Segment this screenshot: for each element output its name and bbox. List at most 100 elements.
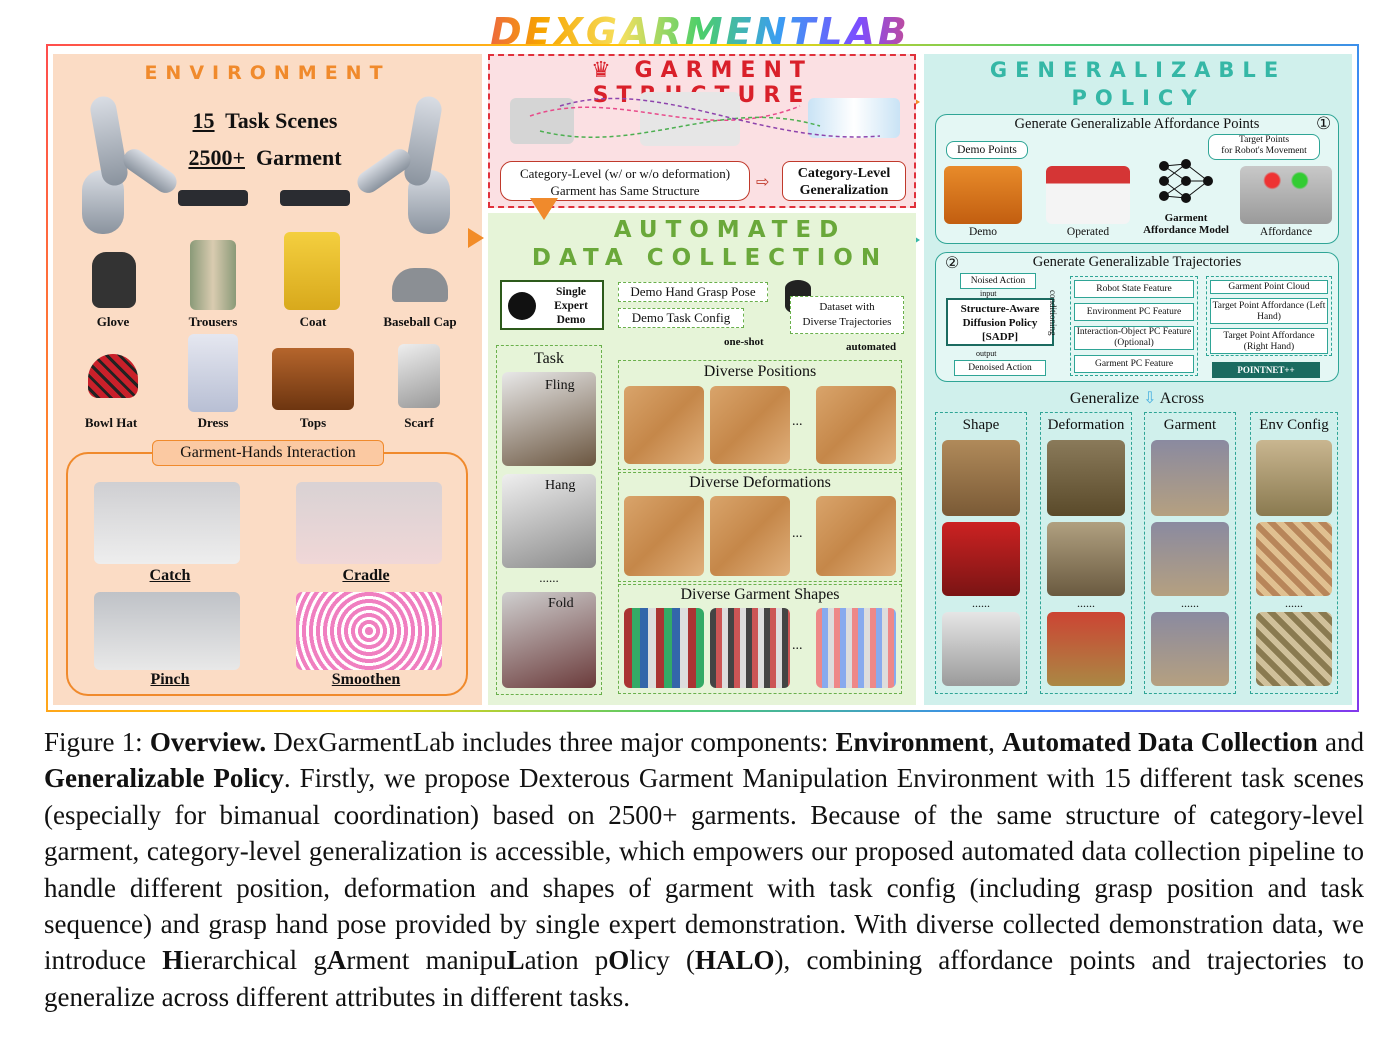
single-expert-demo-box: Single Expert Demo	[500, 280, 604, 330]
deformation-sample-c	[1047, 612, 1125, 686]
across-text: Across	[1159, 390, 1205, 407]
glove-image	[92, 252, 136, 308]
figure-caption: Figure 1: Overview. DexGarmentLab includ…	[44, 724, 1364, 1015]
task-ellipsis: ......	[539, 570, 559, 585]
diverse-deformations-label: Diverse Deformations	[689, 474, 831, 491]
affordance-garment-image	[1240, 166, 1332, 224]
bowl-hat-image	[88, 354, 138, 398]
deformation-sample-1	[624, 496, 704, 576]
policy-title-1: GENERALIZABLE	[989, 58, 1287, 82]
task-column	[496, 345, 602, 695]
env-config-column	[1250, 412, 1338, 694]
generalize-across-label: Generalize ⇩ Across	[935, 388, 1339, 408]
garment-structure-title-text: GARMENT STRUCTURE	[593, 58, 813, 108]
catch-image	[94, 482, 240, 564]
hang-image	[502, 474, 596, 568]
trousers-image	[190, 240, 236, 310]
garment-label-baseball-cap: Baseball Cap	[383, 314, 457, 329]
interaction-title: Garment-Hands Interaction	[152, 440, 384, 466]
demo-garment-image	[944, 166, 1022, 224]
one-shot-label: one-shot	[724, 336, 764, 348]
position-sample-2	[710, 386, 790, 464]
sadp-text-3: [SADP]	[981, 331, 1019, 343]
caption-halo: HALO	[695, 945, 775, 976]
shape-sample-c	[942, 612, 1020, 686]
deformation-column	[1040, 412, 1132, 694]
shapes-dots: ...	[792, 638, 803, 653]
deformations-dots: ...	[792, 526, 803, 541]
cradle-image	[296, 482, 442, 564]
garment-structure-title: ♛ GARMENT STRUCTURE	[488, 58, 916, 108]
caption-adc: Automated Data Collection	[1002, 727, 1318, 757]
garment-ellipsis: ......	[1181, 596, 1199, 610]
automated-label: automated	[846, 341, 897, 353]
gripper-right-icon	[280, 190, 350, 206]
column-env-config-label: Env Config	[1259, 417, 1329, 433]
demo-points-box: Demo Points	[946, 141, 1028, 159]
env-ellipsis: ......	[1285, 596, 1303, 610]
garment-sample-c	[1151, 612, 1229, 686]
interaction-label-catch: Catch	[149, 567, 191, 584]
caption-a: A	[326, 945, 347, 976]
garment-count-line: 2500+ Garment	[130, 145, 400, 171]
caption-l: L	[506, 945, 525, 976]
pointnet-box: POINTNET++	[1212, 362, 1320, 378]
target-points-box: Target Points for Robot's Movement	[1208, 134, 1320, 160]
caption-and: and	[1317, 727, 1364, 757]
scenes-text: Task Scenes	[225, 108, 338, 133]
neural-network-icon	[1159, 159, 1213, 203]
diverse-shapes-box	[618, 584, 902, 694]
arrow-right-icon	[468, 228, 484, 248]
caption-text-2: . Firstly, we propose Dexterous Garment …	[44, 763, 1365, 976]
deformation-sample-3	[816, 496, 896, 576]
affordance-title: Generate Generalizable Affordance Points	[1014, 116, 1260, 132]
scarf-image	[398, 344, 440, 408]
shape-sample-b	[942, 522, 1020, 596]
dataset-text-1: Dataset with	[819, 301, 875, 313]
shape-ellipsis: ......	[972, 596, 990, 610]
target-points-text-1: Target Points	[1238, 135, 1290, 145]
gripper-left-icon	[178, 190, 248, 206]
interaction-label-cradle: Cradle	[342, 567, 390, 584]
sadp-box: Structure-Aware Diffusion Policy [SADP]	[946, 298, 1054, 346]
input-label: input	[980, 289, 997, 298]
model-text-1: Garment	[1164, 212, 1208, 224]
caption-o: O	[608, 945, 630, 976]
caption-text-3: ), combining affordance points and traje…	[44, 945, 1365, 1012]
environment-title: ENVIRONMENT	[144, 62, 391, 84]
target-points-text-2: for Robot's Movement	[1221, 146, 1307, 156]
generalization-text-2: Generalization	[799, 183, 889, 198]
expert-text-3: Demo	[556, 314, 586, 326]
grasp-pose-box: Demo Hand Grasp Pose	[618, 282, 768, 302]
shape-sample-1	[624, 608, 704, 688]
position-sample-3	[816, 386, 896, 464]
generalization-text-1: Category-Level	[797, 166, 891, 181]
operated-label: Operated	[1066, 226, 1110, 238]
arrow-down-icon	[530, 198, 558, 220]
shape-sample-3	[816, 608, 896, 688]
target-affordance-right: Target Point Affordance (Right Hand)	[1210, 328, 1328, 354]
trajectories-title: Generate Generalizable Trajectories	[1032, 254, 1242, 270]
env-sample-b	[1256, 522, 1332, 596]
fold-image	[502, 592, 596, 688]
env-sample-a	[1256, 440, 1332, 516]
caption-comma: ,	[988, 727, 1002, 757]
step1-badge: ①	[1316, 114, 1332, 133]
sadp-text-1: Structure-Aware	[960, 303, 1040, 315]
operated-garment-image	[1046, 166, 1130, 224]
caption-licy: licy (	[629, 945, 696, 976]
dataset-box: Dataset with Diverse Trajectories	[790, 296, 904, 334]
garment-label-tops: Tops	[299, 415, 327, 430]
shape-sample-a	[942, 440, 1020, 516]
garment-label-scarf: Scarf	[404, 415, 434, 430]
coat-image	[284, 232, 340, 310]
interaction-label-smoothen: Smoothen	[331, 671, 401, 688]
diverse-deformations-box	[618, 472, 902, 582]
target-affordance-left: Target Point Affordance (Left Hand)	[1210, 298, 1328, 324]
fling-image	[502, 372, 596, 466]
garment-label-trousers: Trousers	[188, 314, 238, 329]
caption-ierarchical: ierarchical g	[183, 945, 327, 976]
shape-sample-2	[710, 608, 790, 688]
garment-point-cloud: Garment Point Cloud	[1210, 280, 1328, 294]
garment-label-bowl-hat: Bowl Hat	[84, 415, 138, 430]
